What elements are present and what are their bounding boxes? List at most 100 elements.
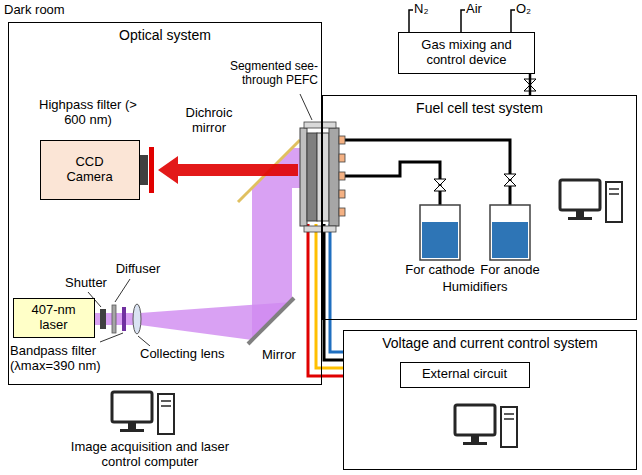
part-label: Highpass filter (> 600 nm) bbox=[38, 98, 138, 128]
monitor-base bbox=[568, 217, 592, 220]
system-title: Fuel cell test system bbox=[323, 100, 636, 116]
part-label: Air bbox=[466, 2, 496, 17]
leader-line bbox=[115, 279, 130, 302]
system-title: Optical system bbox=[9, 27, 321, 43]
device-label: Gas mixing and control device bbox=[411, 38, 523, 68]
drive-slot bbox=[609, 193, 619, 195]
part-label-text: N₂ bbox=[414, 1, 428, 16]
cell-bolt bbox=[304, 226, 336, 232]
humidifier-bottle bbox=[490, 205, 530, 260]
cell-endplate bbox=[300, 128, 307, 226]
computer-icon bbox=[455, 405, 517, 447]
monitor-stand bbox=[471, 436, 479, 442]
valve-symbol bbox=[504, 174, 516, 186]
camera-lens bbox=[140, 155, 148, 185]
part-label-text: Dark room bbox=[4, 2, 65, 17]
monitor-stand bbox=[576, 211, 584, 217]
part-label-text: Air bbox=[466, 1, 482, 16]
part-label-text: Shutter bbox=[65, 275, 107, 290]
monitor bbox=[560, 180, 600, 210]
part-label-text: Humidifiers bbox=[442, 279, 507, 294]
leader-line bbox=[100, 333, 123, 342]
part-label-text: For cathode bbox=[405, 262, 474, 277]
part-label: Image acquisition and laser control comp… bbox=[70, 440, 230, 470]
device-box: CCD Camera bbox=[40, 140, 140, 200]
part-label: Collecting lens bbox=[140, 347, 244, 362]
cell-port bbox=[339, 154, 345, 162]
device-box: External circuit bbox=[400, 362, 530, 388]
gas-source-line bbox=[409, 10, 413, 32]
computer-icon bbox=[112, 392, 174, 434]
mirror-symbol bbox=[248, 298, 294, 344]
monitor-stand bbox=[128, 423, 136, 429]
drive-slot bbox=[609, 188, 619, 190]
gas-line bbox=[345, 140, 510, 215]
part-label: For cathode bbox=[400, 263, 480, 278]
leader-line bbox=[300, 94, 312, 120]
part-label-text: Mirror bbox=[262, 347, 296, 362]
part-label: Humidifiers bbox=[420, 280, 530, 295]
part-label: Segmented see-through PEFC bbox=[224, 60, 318, 88]
highpass-filter-symbol bbox=[149, 147, 154, 193]
computer-icon bbox=[560, 180, 622, 222]
device-label: External circuit bbox=[422, 367, 507, 382]
fluorescence-arrow bbox=[158, 156, 298, 184]
part-label-text: Dichroic mirror bbox=[186, 105, 233, 135]
system-title: Voltage and current control system bbox=[344, 335, 636, 351]
device-box: Gas mixing and control device bbox=[398, 32, 535, 74]
humidifier-water bbox=[492, 222, 528, 258]
part-label-text: Diffuser bbox=[116, 261, 161, 276]
computer-tower bbox=[501, 407, 517, 447]
part-label-text: Highpass filter (> 600 nm) bbox=[39, 97, 137, 127]
part-label: Bandpass filter (λmax=390 nm) bbox=[10, 344, 130, 374]
part-label: Shutter bbox=[60, 276, 112, 291]
part-label: Dark room bbox=[4, 3, 94, 18]
computer-tower bbox=[158, 394, 174, 434]
bandpass-filter-symbol bbox=[122, 307, 126, 331]
monitor bbox=[455, 405, 495, 435]
computer-tower bbox=[606, 182, 622, 222]
part-label: Diffuser bbox=[108, 262, 168, 277]
part-label: Dichroic mirror bbox=[176, 106, 242, 136]
electric-wire bbox=[308, 224, 343, 376]
gas-source-line bbox=[461, 10, 465, 32]
part-label-text: Collecting lens bbox=[140, 346, 225, 361]
diffuser-symbol bbox=[112, 305, 116, 333]
system-box: Voltage and current control systemExtern… bbox=[343, 330, 637, 470]
part-label-text: O₂ bbox=[516, 1, 531, 16]
part-label: N₂ bbox=[414, 2, 440, 17]
part-label-text: For anode bbox=[480, 262, 539, 277]
drive-slot bbox=[504, 413, 514, 415]
gas-source-line bbox=[511, 10, 515, 32]
electric-wire bbox=[330, 224, 343, 352]
humidifier-water bbox=[422, 222, 458, 258]
humidifier-bottle bbox=[420, 205, 460, 260]
cell-port bbox=[339, 136, 345, 144]
monitor-base bbox=[463, 442, 487, 445]
gas-supply-line bbox=[529, 74, 532, 95]
valve-symbol bbox=[434, 179, 446, 191]
cell-port bbox=[339, 208, 345, 216]
cell-plate bbox=[307, 133, 317, 221]
drive-slot bbox=[161, 405, 171, 407]
collecting-lens-symbol bbox=[133, 304, 141, 334]
cell-bolt bbox=[304, 122, 336, 128]
drive-slot bbox=[161, 400, 171, 402]
part-label-text: Image acquisition and laser control comp… bbox=[71, 439, 229, 469]
cell-endplate bbox=[329, 128, 339, 226]
monitor bbox=[112, 392, 152, 422]
cell-membrane bbox=[317, 133, 329, 221]
device-label: 407-nm laser bbox=[24, 303, 84, 333]
leader-line bbox=[138, 336, 150, 346]
part-label: Mirror bbox=[262, 348, 312, 363]
cell-port bbox=[339, 172, 345, 180]
part-label-text: Segmented see-through PEFC bbox=[230, 59, 318, 87]
electric-wire bbox=[324, 224, 343, 360]
electric-wire bbox=[316, 224, 343, 368]
part-label-text: Bandpass filter (λmax=390 nm) bbox=[10, 343, 101, 373]
excitation-band bbox=[252, 148, 300, 340]
part-label: For anode bbox=[470, 263, 550, 278]
